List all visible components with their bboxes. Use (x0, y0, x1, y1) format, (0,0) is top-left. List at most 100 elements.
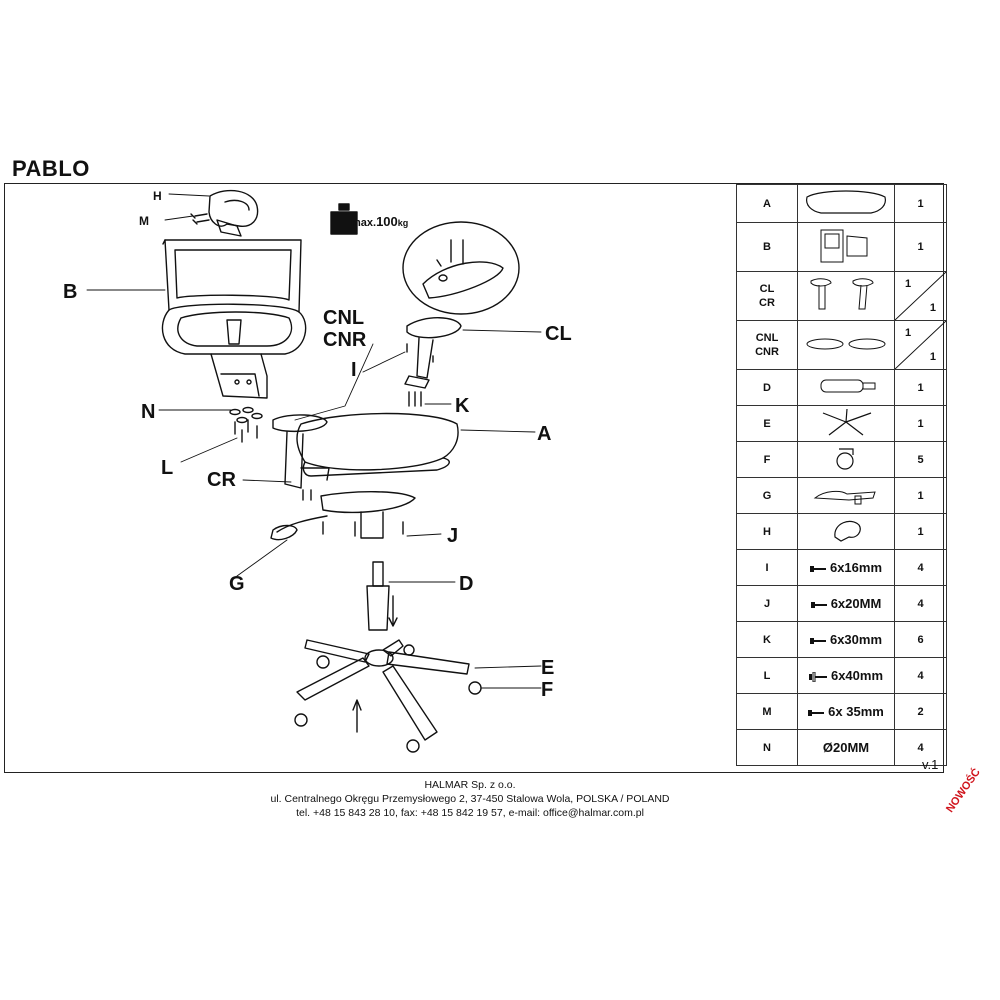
callout-m: M (139, 214, 149, 228)
star-base-illustration (296, 639, 470, 741)
part-spec: 6x 35mm (797, 693, 895, 730)
callout-a: A (537, 423, 551, 445)
callout-e: E (541, 657, 554, 679)
part-picture (797, 369, 895, 406)
part-code: E (736, 405, 798, 442)
part-qty: 1 (894, 513, 947, 550)
new-badge: NOWOŚĆ (944, 766, 983, 815)
screw-m-illustration (190, 213, 210, 225)
mechanism-icon (801, 490, 891, 509)
part-picture (797, 477, 895, 514)
assembly-diagram: H M B N L CNL CNR CL I K A CR J G D E F … (63, 189, 572, 753)
part-qty: 1 (894, 222, 947, 272)
weight-icon (330, 203, 358, 235)
armrest-icon (801, 277, 891, 318)
headrest-icon (801, 520, 891, 548)
part-qty: 1 (894, 477, 947, 514)
footer-address: ul. Centralnego Okręgu Przemysłowego 2, … (270, 793, 670, 805)
version-label: v.1 (922, 757, 939, 772)
callout-j: J (447, 525, 458, 547)
part-spec: 6x16mm (797, 549, 895, 586)
part-spec: 6x40mm (797, 657, 895, 694)
part-code: J (736, 585, 798, 622)
part-spec: Ø20MM (797, 729, 895, 766)
backrest-icon (801, 229, 891, 269)
bolt-icon (809, 632, 830, 647)
part-picture (797, 222, 895, 272)
callout-cr: CR (207, 469, 236, 491)
washer-n-illustration (229, 406, 263, 424)
callout-b: B (63, 281, 77, 303)
callout-k: K (455, 395, 470, 417)
part-qty: 4 (894, 585, 947, 622)
gas-lift-illustration (366, 561, 398, 631)
part-qty: 5 (894, 441, 947, 478)
part-qty: 4 (894, 549, 947, 586)
part-picture (797, 184, 895, 223)
seat-icon (801, 190, 891, 222)
caster-icon (801, 448, 891, 476)
part-code: F (736, 441, 798, 478)
bolt-k-illustration (408, 391, 422, 407)
footer-contact: tel. +48 15 843 28 10, fax: +48 15 842 1… (296, 807, 644, 819)
mechanism-illustration (270, 491, 416, 541)
callout-i: I (351, 359, 357, 381)
part-qty: 6 (894, 621, 947, 658)
backrest-illustration (161, 239, 307, 399)
headrest-illustration (208, 189, 259, 237)
part-qty: 1 (894, 405, 947, 442)
part-picture (797, 271, 895, 321)
callout-cnl: CNL (323, 307, 364, 329)
part-code: B (736, 222, 798, 272)
callout-n: N (141, 401, 155, 423)
part-code: G (736, 477, 798, 514)
part-picture (797, 405, 895, 442)
product-title: PABLO (12, 156, 90, 181)
seat-illustration (296, 412, 459, 477)
star-base-icon (801, 408, 891, 440)
part-picture (797, 513, 895, 550)
part-code: H (736, 513, 798, 550)
footer-company: HALMAR Sp. z o.o. (424, 779, 516, 791)
part-qty: 1 (894, 184, 947, 223)
armrest-cr-illustration (272, 414, 330, 501)
gas-lift-icon (801, 379, 891, 401)
callout-f: F (541, 679, 553, 701)
callout-cnr: CNR (323, 329, 367, 351)
callout-cl: CL (545, 323, 572, 345)
armrest-detail-illustration (402, 221, 520, 315)
part-code: K (736, 621, 798, 658)
part-qty: 2 (894, 693, 947, 730)
part-spec: 6x30mm (797, 621, 895, 658)
part-picture (797, 320, 895, 370)
part-spec: 6x20MM (797, 585, 895, 622)
leader-lines (86, 193, 542, 689)
part-code: D (736, 369, 798, 406)
callout-h: H (153, 189, 162, 203)
callout-l: L (161, 457, 173, 479)
part-qty: 1 (894, 369, 947, 406)
part-qty: 4 (894, 657, 947, 694)
bolt-icon (808, 704, 828, 719)
caster-illustration (294, 644, 482, 753)
armrest-cl-illustration (404, 317, 462, 389)
part-code: M (736, 693, 798, 730)
bolt-washer-icon (808, 668, 831, 683)
